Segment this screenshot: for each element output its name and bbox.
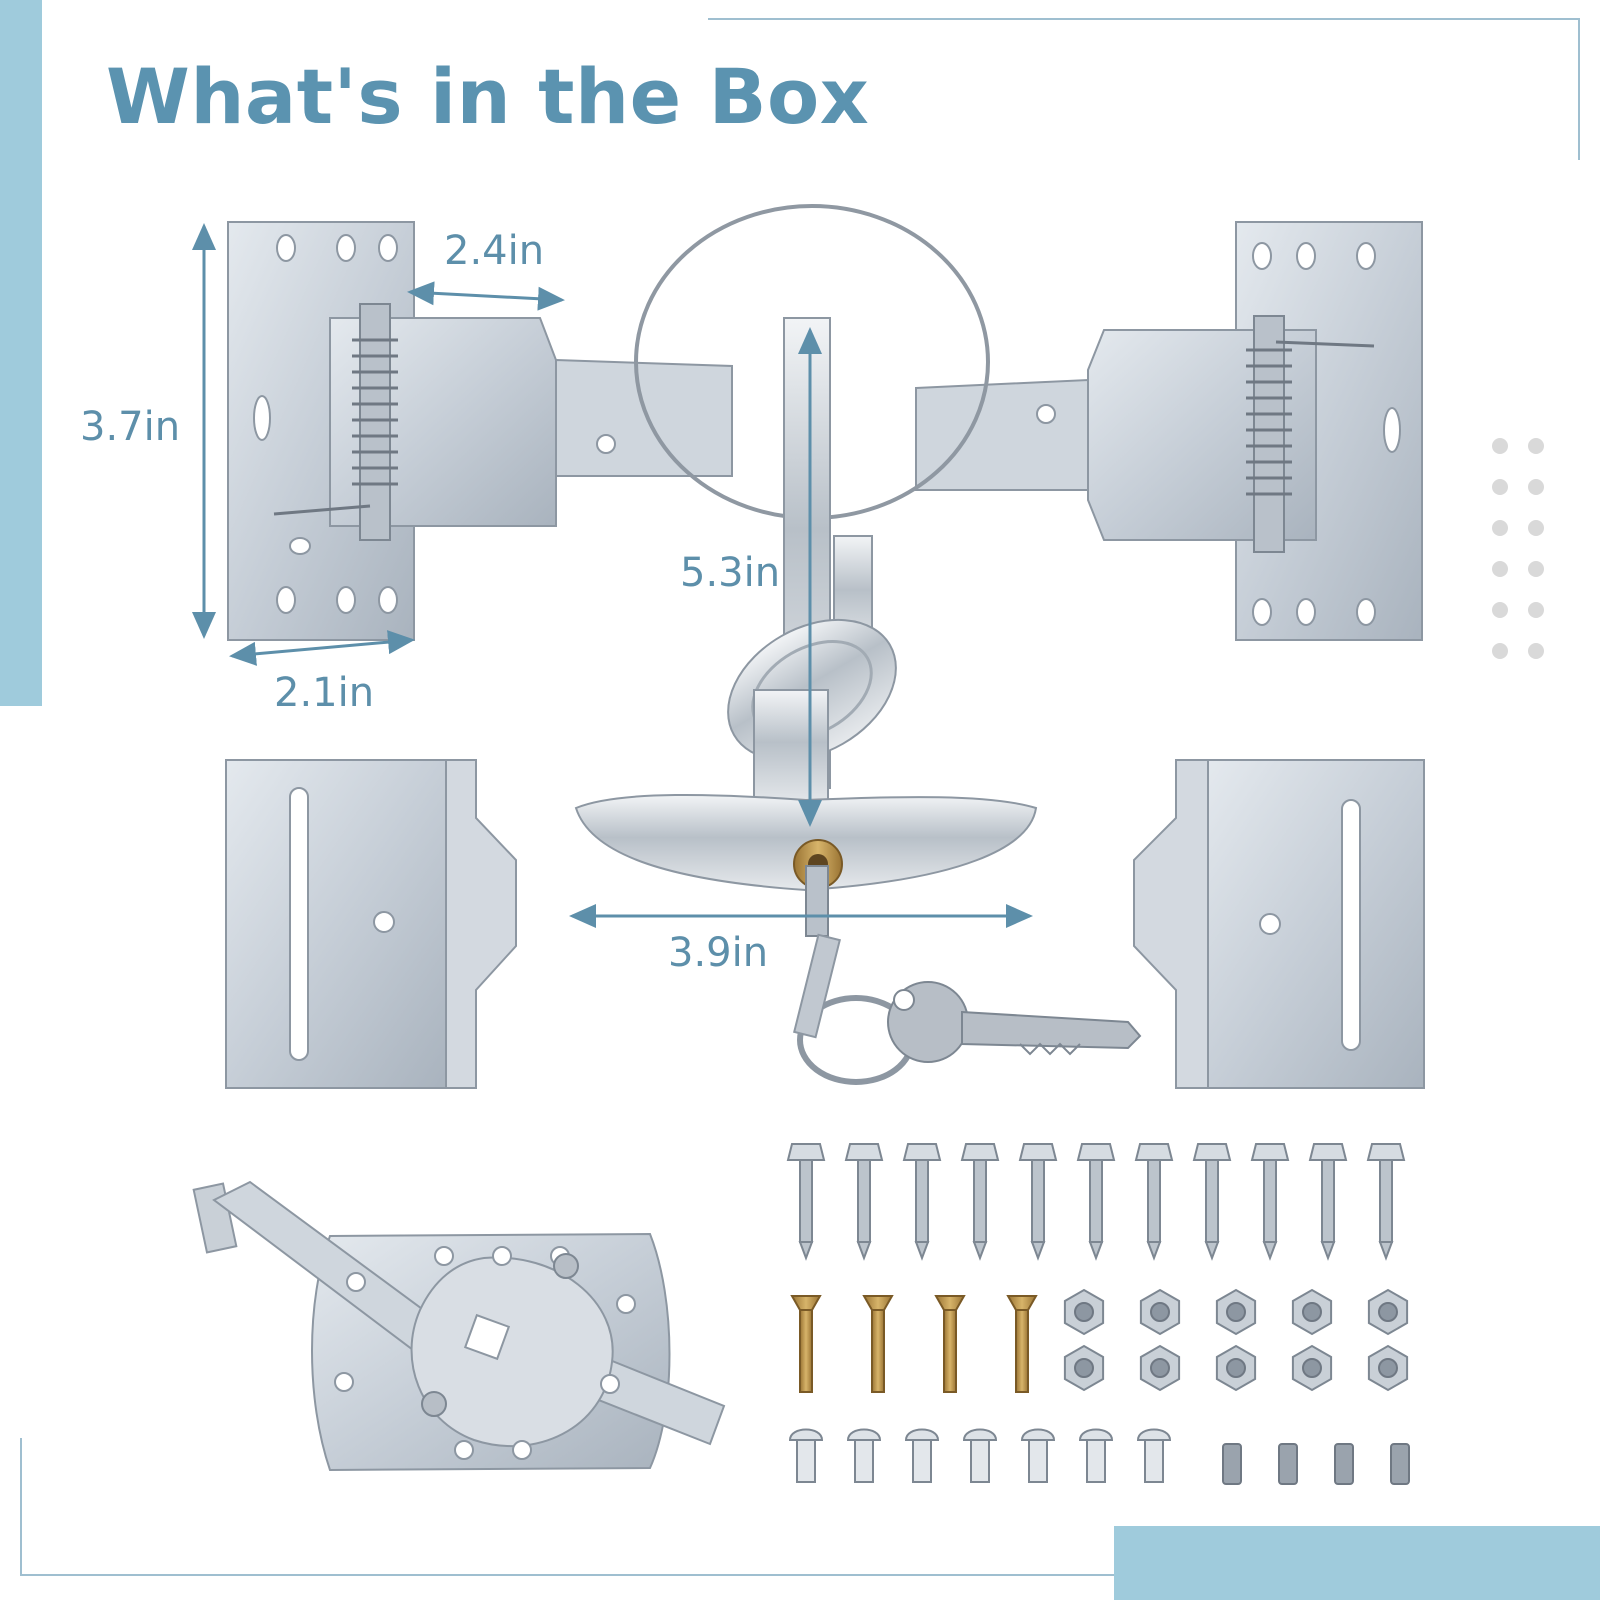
self-tapping-screw: [960, 1143, 1000, 1261]
self-tapping-screws: [786, 1143, 1406, 1261]
carriage-bolt: [1078, 1428, 1114, 1483]
dimension-arrows: [192, 223, 1033, 928]
track-bracket-right: [1133, 759, 1425, 1089]
carriage-bolts: [788, 1428, 1172, 1483]
carriage-bolt: [1020, 1428, 1056, 1483]
self-tapping-screw: [1308, 1143, 1348, 1261]
spring-hinge-bracket-left: [227, 221, 733, 641]
hex-nut: [1063, 1344, 1105, 1392]
hex-nut: [1215, 1344, 1257, 1392]
hex-nut: [1367, 1344, 1409, 1392]
carriage-bolt: [962, 1428, 998, 1483]
bolt: [1006, 1295, 1038, 1393]
hex-nut: [1139, 1288, 1181, 1336]
hex-nut: [1367, 1288, 1409, 1336]
spacer: [1222, 1443, 1242, 1485]
self-tapping-screw: [1192, 1143, 1232, 1261]
hex-nuts: [1063, 1288, 1409, 1392]
spacer: [1334, 1443, 1354, 1485]
self-tapping-screw: [844, 1143, 884, 1261]
hex-nut: [1139, 1344, 1181, 1392]
page-title: What's in the Box: [106, 52, 870, 141]
hex-nut: [1291, 1288, 1333, 1336]
spacers: [1222, 1443, 1410, 1485]
dimension-label-width-top: 2.4in: [444, 228, 545, 274]
right-frame-line: [1578, 18, 1580, 160]
dimension-label-handle-width: 3.9in: [668, 930, 769, 976]
hex-nut: [1063, 1288, 1105, 1336]
key-set: [793, 933, 1142, 1085]
self-tapping-screw: [1366, 1143, 1406, 1261]
self-tapping-screw: [1134, 1143, 1174, 1261]
dimension-label-height: 3.7in: [80, 404, 181, 450]
self-tapping-screw: [902, 1143, 942, 1261]
spring-hinge-bracket-right: [915, 221, 1423, 641]
self-tapping-screw: [1018, 1143, 1058, 1261]
hex-nut: [1215, 1288, 1257, 1336]
latch-plate: [192, 1180, 726, 1472]
self-tapping-screw: [1076, 1143, 1116, 1261]
carriage-bolt: [846, 1428, 882, 1483]
self-tapping-screw: [1250, 1143, 1290, 1261]
spacer: [1390, 1443, 1410, 1485]
carriage-bolt: [1136, 1428, 1172, 1483]
bolt: [862, 1295, 894, 1393]
spacer: [1278, 1443, 1298, 1485]
bolt: [934, 1295, 966, 1393]
carriage-bolt: [904, 1428, 940, 1483]
self-tapping-screw: [786, 1143, 826, 1261]
bolt: [790, 1295, 822, 1393]
bottom-accent-band: [1114, 1526, 1600, 1600]
bottom-frame-line: [20, 1574, 1120, 1576]
dimension-label-handle-height: 5.3in: [680, 550, 781, 596]
track-bracket-left: [225, 759, 517, 1089]
bolts: [790, 1295, 1038, 1393]
left-accent-band: [0, 0, 42, 706]
hex-nut: [1291, 1344, 1333, 1392]
left-bottom-frame-line: [20, 1438, 22, 1576]
top-frame-line: [708, 18, 1580, 20]
dimension-label-width-bottom: 2.1in: [274, 670, 375, 716]
carriage-bolt: [788, 1428, 824, 1483]
dot-grid-icon: [1492, 438, 1544, 659]
